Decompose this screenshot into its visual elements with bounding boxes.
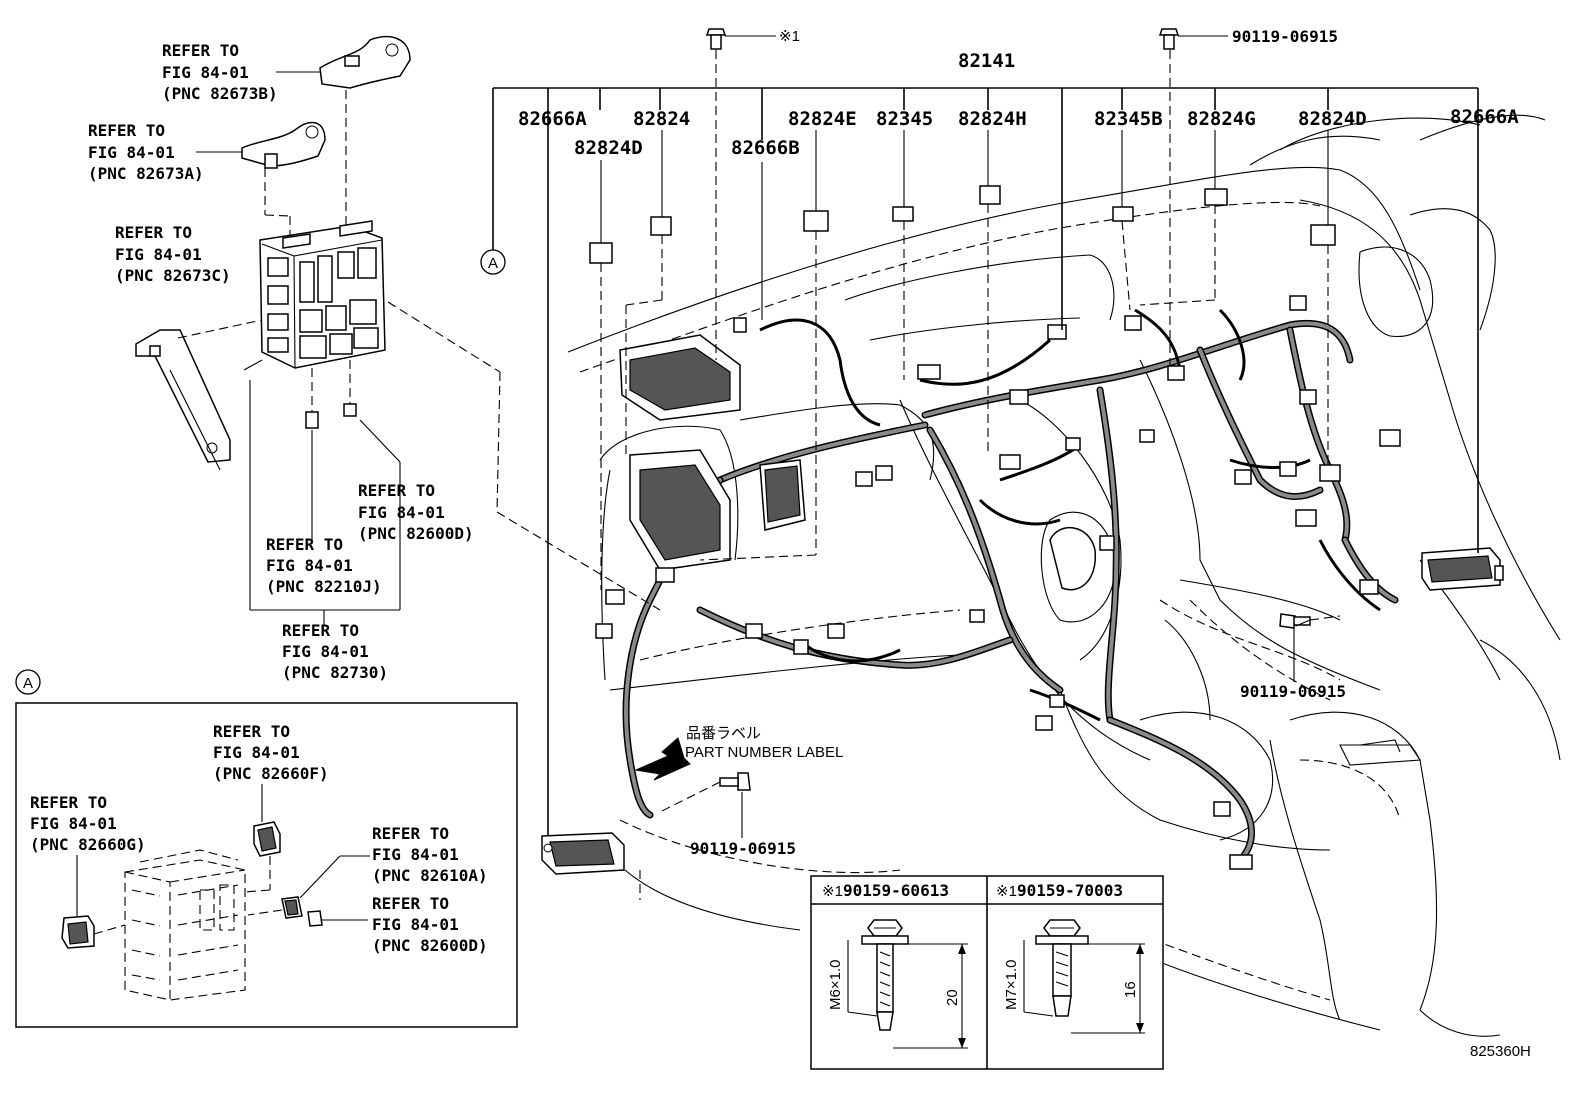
svg-text:(PNC 82600D): (PNC 82600D) — [372, 936, 488, 955]
connector-82824d-right — [1310, 224, 1336, 246]
bolt-icon — [719, 772, 751, 791]
svg-text:REFER TO: REFER TO — [88, 121, 165, 140]
callout-leaders — [387, 35, 1479, 838]
svg-text:FIG 84-01: FIG 84-01 — [88, 143, 175, 162]
inset-a-marker: A — [15, 669, 41, 695]
inset-a-box — [15, 702, 518, 1028]
svg-text:(PNC 82210J): (PNC 82210J) — [266, 577, 382, 596]
svg-text:A: A — [23, 675, 33, 692]
svg-text:FIG 84-01: FIG 84-01 — [266, 556, 353, 575]
callout-82824e: 82824E — [788, 108, 857, 130]
svg-text:(PNC 82673B): (PNC 82673B) — [162, 84, 278, 103]
svg-text:REFER TO: REFER TO — [372, 824, 449, 843]
dash-junction-block — [619, 334, 1097, 591]
note-mark-1: ※1 — [779, 28, 800, 45]
refer-label-82210j: REFER TO FIG 84-01 (PNC 82210J) — [266, 535, 382, 596]
svg-text:(PNC 82730): (PNC 82730) — [282, 663, 388, 682]
svg-text:(PNC 82660F): (PNC 82660F) — [213, 764, 329, 783]
callout-82666b: 82666B — [731, 137, 800, 159]
part-number-label-text: PART NUMBER LABEL — [685, 744, 843, 761]
part-number-label-jp: 品番ラベル — [686, 725, 761, 742]
callout-82824: 82824 — [633, 108, 690, 130]
view-a-marker: A — [480, 249, 506, 275]
svg-text:FIG 84-01: FIG 84-01 — [372, 915, 459, 934]
harness-connectors — [589, 185, 1401, 870]
refer-label-82600d-inset: REFER TO FIG 84-01 (PNC 82600D) — [372, 894, 488, 955]
callout-82824d-left: 82824D — [574, 137, 643, 159]
svg-text:M7×1.0: M7×1.0 — [1003, 960, 1020, 1010]
callout-82824g: 82824G — [1187, 108, 1256, 130]
bolt-spec-col-1: ※1 90159-60613 M6×1.0 20 — [822, 881, 968, 1049]
svg-text:FIG 84-01: FIG 84-01 — [372, 845, 459, 864]
refer-label-82730: REFER TO FIG 84-01 (PNC 82730) — [282, 621, 388, 682]
svg-text:(PNC 82610A): (PNC 82610A) — [372, 866, 488, 885]
connector-82824 — [650, 216, 672, 236]
wire-harness — [622, 308, 1399, 864]
svg-text:REFER TO: REFER TO — [358, 481, 435, 500]
connector-82666a-right — [1421, 547, 1504, 591]
svg-text:※1: ※1 — [822, 883, 843, 900]
svg-text:FIG 84-01: FIG 84-01 — [213, 743, 300, 762]
refer-label-82673b: REFER TO FIG 84-01 (PNC 82673B) — [162, 41, 278, 103]
svg-text:M6×1.0: M6×1.0 — [827, 960, 844, 1010]
exploded-junction-block — [135, 35, 411, 625]
refer-label-82600d: REFER TO FIG 84-01 (PNC 82600D) — [358, 481, 474, 543]
svg-text:REFER TO: REFER TO — [372, 894, 449, 913]
callout-bolt-top: 90119-06915 — [1232, 27, 1338, 46]
svg-text:FIG 84-01: FIG 84-01 — [358, 503, 445, 522]
refer-label-82660f: REFER TO FIG 84-01 (PNC 82660F) — [213, 722, 329, 783]
bolt-icon — [1279, 613, 1311, 629]
top-callouts: 82141 82666A 82824 82824E 82345 82824H 8… — [518, 27, 1531, 1060]
bolt-spec-table: ※1 90159-60613 M6×1.0 20 ※1 90159 — [810, 875, 1164, 1070]
connector-82824e — [803, 210, 829, 232]
svg-text:A: A — [488, 255, 498, 272]
connector-82824d-left — [589, 242, 613, 264]
bolt-icon — [1158, 28, 1180, 50]
svg-text:90159-70003: 90159-70003 — [1017, 881, 1123, 900]
figure-code: 825360H — [1470, 1043, 1531, 1060]
connector-82824g — [1204, 188, 1228, 206]
callout-82345b: 82345B — [1094, 108, 1163, 130]
callout-82666a-left: 82666A — [518, 108, 587, 130]
callout-82141: 82141 — [958, 50, 1015, 72]
refer-label-82673a: REFER TO FIG 84-01 (PNC 82673A) — [88, 121, 204, 183]
part-number-label-arrow: 品番ラベル PART NUMBER LABEL — [634, 725, 843, 781]
svg-text:REFER TO: REFER TO — [213, 722, 290, 741]
svg-text:FIG 84-01: FIG 84-01 — [282, 642, 369, 661]
svg-text:16: 16 — [1122, 981, 1139, 998]
svg-text:(PNC 82600D): (PNC 82600D) — [358, 524, 474, 543]
bolt-spec-col-2: ※1 90159-70003 M7×1.0 16 — [996, 881, 1145, 1034]
svg-text:REFER TO: REFER TO — [162, 41, 239, 60]
svg-text:REFER TO: REFER TO — [266, 535, 343, 554]
connector-82824h — [979, 185, 1001, 205]
svg-text:※1: ※1 — [996, 883, 1017, 900]
svg-text:(PNC 82660G): (PNC 82660G) — [30, 835, 146, 854]
callout-82824h: 82824H — [958, 108, 1027, 130]
bolt-icon — [705, 28, 727, 50]
connector-82345 — [892, 206, 914, 222]
connector-82666a-left — [541, 832, 625, 875]
refer-label-82660g: REFER TO FIG 84-01 (PNC 82660G) — [30, 793, 146, 854]
svg-text:FIG 84-01: FIG 84-01 — [115, 245, 202, 264]
svg-text:(PNC 82673A): (PNC 82673A) — [88, 164, 204, 183]
refer-label-82610a: REFER TO FIG 84-01 (PNC 82610A) — [372, 824, 488, 885]
callout-82666a-right: 82666A — [1450, 106, 1519, 128]
svg-text:REFER TO: REFER TO — [30, 793, 107, 812]
callout-82345: 82345 — [876, 108, 933, 130]
svg-text:FIG 84-01: FIG 84-01 — [30, 814, 117, 833]
callout-82824d-right: 82824D — [1298, 108, 1367, 130]
svg-text:REFER TO: REFER TO — [115, 223, 192, 242]
svg-text:20: 20 — [944, 989, 961, 1006]
connector-82345b — [1112, 206, 1134, 222]
svg-text:FIG 84-01: FIG 84-01 — [162, 63, 249, 82]
svg-text:90159-60613: 90159-60613 — [843, 881, 949, 900]
refer-label-82673c: REFER TO FIG 84-01 (PNC 82673C) — [115, 223, 231, 285]
svg-text:REFER TO: REFER TO — [282, 621, 359, 640]
callout-bolt-right: 90119-06915 — [1240, 682, 1346, 701]
instrument-panel-outline — [567, 114, 1561, 1037]
callout-bolt-bottom: 90119-06915 — [690, 839, 796, 858]
svg-text:(PNC 82673C): (PNC 82673C) — [115, 266, 231, 285]
